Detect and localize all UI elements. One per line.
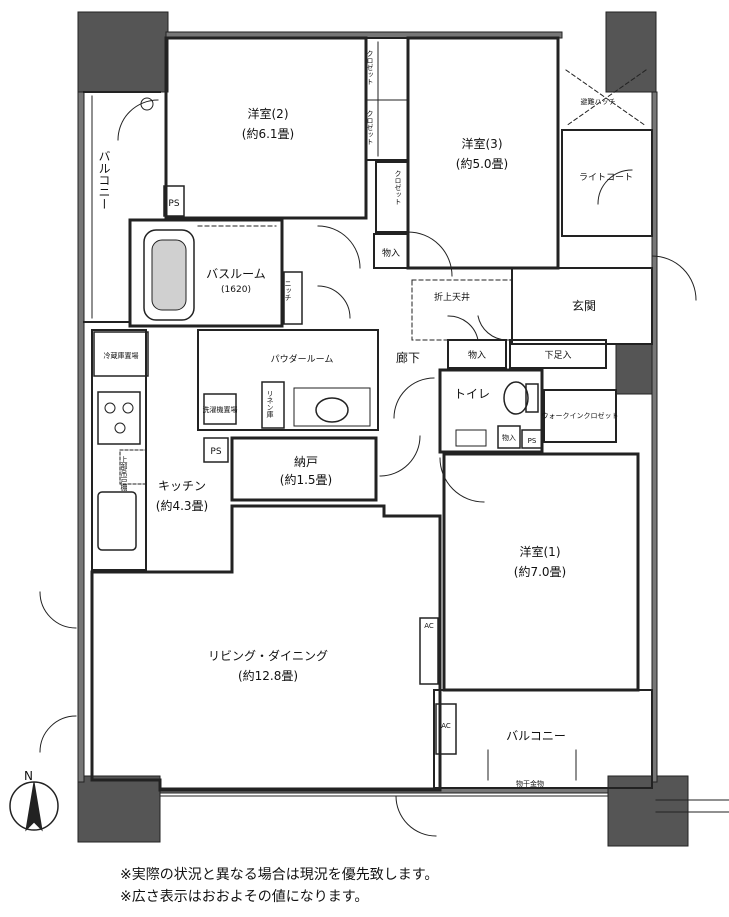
- label-fridge: 冷蔵庫置場: [104, 351, 139, 360]
- label-ps-2: PS: [210, 447, 221, 457]
- room-name-walkin: ウォークインクロゼット: [542, 411, 619, 420]
- label-washer: 洗濯機置場: [203, 405, 238, 414]
- label-linen: リネン庫: [266, 390, 274, 419]
- label-folding-ceiling: 折上天井: [434, 291, 470, 303]
- label-ac-1: AC: [424, 622, 434, 630]
- label-north: N: [24, 769, 33, 783]
- room-area-kitchen: (約4.3畳): [156, 498, 208, 513]
- room-area-storage: (約1.5畳): [280, 472, 332, 487]
- room-name-bathroom: バスルーム: [206, 267, 266, 281]
- stove: [97, 391, 141, 445]
- bathtub: [143, 229, 195, 321]
- label-balcony-west: バルコニー: [97, 150, 111, 210]
- room-name-kitchen: キッチン: [158, 479, 206, 493]
- room-name-storage: 納戸: [294, 455, 318, 469]
- room-area-western1: (約7.0畳): [514, 564, 566, 579]
- label-closet-a: クロゼット: [366, 50, 374, 85]
- bathroom-size: (1620): [221, 285, 251, 295]
- label-ac-2: AC: [441, 722, 451, 730]
- room-name-powder: パウダールーム: [271, 353, 334, 365]
- label-niche: ニッチ: [284, 280, 292, 301]
- label-light-court: ライトコート: [579, 172, 633, 183]
- north-arrow-icon: [25, 781, 43, 832]
- column-east: [615, 343, 657, 395]
- room-name-corridor: 廊下: [396, 350, 420, 365]
- room-name-western3: 洋室(3): [462, 136, 503, 151]
- room-name-western1: 洋室(1): [520, 544, 561, 559]
- room-area-western3: (約5.0畳): [456, 156, 508, 171]
- label-balcony-south: バルコニー: [506, 729, 566, 743]
- label-closet-c: クロゼット: [394, 170, 402, 205]
- toilet-bowl: [503, 381, 529, 415]
- label-storage-western3: 物入: [382, 247, 400, 259]
- column-northwest: [77, 11, 169, 93]
- room-area-western2: (約6.1畳): [242, 126, 294, 141]
- label-storage-hall: 物入: [468, 349, 486, 361]
- room-name-western2: 洋室(2): [248, 106, 289, 121]
- label-ps-1: PS: [168, 199, 179, 209]
- drain-icon: [140, 97, 154, 111]
- label-storage-toilet: 物入: [502, 433, 516, 442]
- note-1: ※実際の状況と異なる場合は現況を優先致します。: [120, 867, 439, 883]
- label-fire-escape: 避難ハッチ: [581, 97, 616, 106]
- label-shoe-box: 下足入: [544, 350, 571, 361]
- label-closet-b: クロゼット: [366, 110, 374, 145]
- room-name-living: リビング・ダイニング: [208, 648, 328, 663]
- label-ps-3: PS: [528, 437, 537, 445]
- room-name-toilet: トイレ: [454, 387, 490, 401]
- column-southeast: [607, 775, 689, 847]
- room-area-living: (約12.8畳): [238, 668, 298, 683]
- note-2: ※広さ表示はおおよその値になります。: [120, 889, 369, 905]
- column-northeast: [605, 11, 657, 93]
- column-southwest: [77, 775, 161, 843]
- room-name-entrance: 玄関: [572, 298, 596, 313]
- kitchen-sink: [97, 491, 137, 551]
- label-upper-cabinet: 上部吊戸棚: [120, 455, 128, 492]
- label-drying-rack: 物干金物: [516, 779, 544, 788]
- wash-basin: [315, 397, 349, 423]
